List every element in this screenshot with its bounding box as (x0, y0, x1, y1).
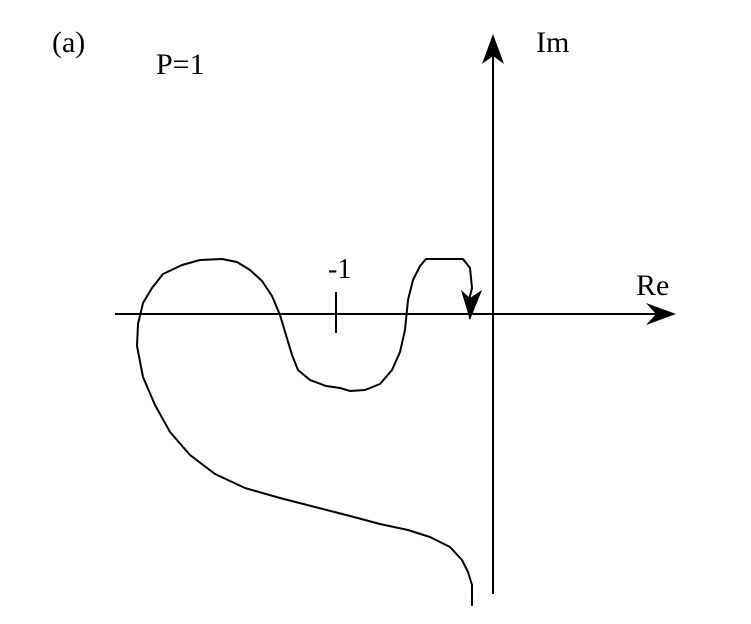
panel-label: (a) (52, 26, 85, 59)
curve-direction-arrowhead (461, 290, 482, 320)
nyquist-curve (136, 258, 473, 606)
real-axis-arrowhead (646, 303, 676, 325)
parameter-label: P=1 (156, 48, 205, 81)
real-axis-label: Re (636, 269, 669, 302)
imaginary-axis-label: Im (536, 26, 569, 59)
imaginary-axis-arrowhead (482, 34, 504, 64)
tick-label-minus-one: -1 (328, 254, 351, 285)
